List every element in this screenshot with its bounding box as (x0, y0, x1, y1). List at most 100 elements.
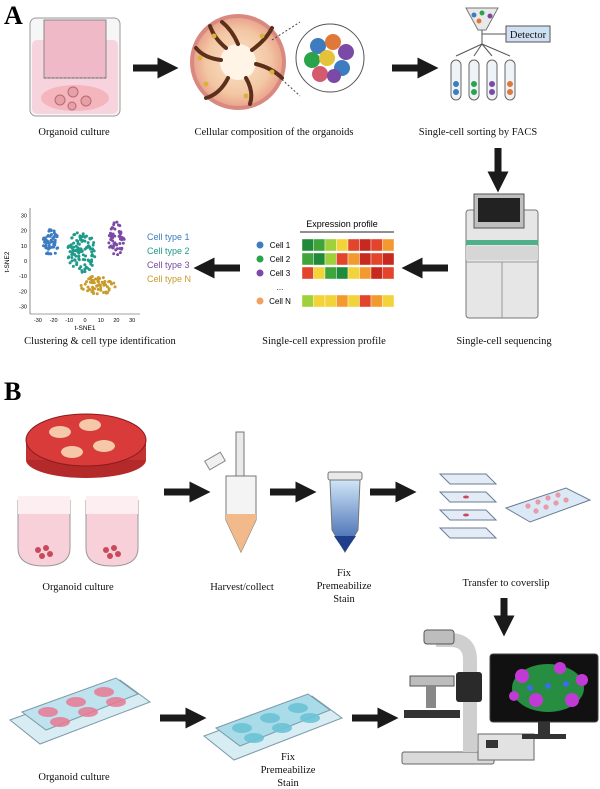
tsne-point (86, 244, 90, 248)
tsne-point (55, 246, 59, 250)
tsne-point (99, 286, 103, 290)
tsne-point (91, 286, 95, 290)
organoid-cross-section (190, 14, 301, 110)
tsne-point (76, 250, 80, 254)
tsne-point (92, 249, 96, 253)
tsne-point (74, 244, 78, 248)
caption-expression-profile: Single-cell expression profile (262, 336, 386, 347)
tsne-point (102, 291, 106, 295)
tsne-point (51, 236, 55, 240)
tsne-ylabel: t-SNE2 (4, 251, 11, 272)
tsne-point (93, 277, 97, 281)
tsne-point (112, 281, 116, 285)
tsne-ytick: -30 (19, 304, 27, 310)
tsne-point (112, 242, 116, 246)
tsne-point (76, 239, 80, 243)
tsne-legend-item: Cell type 1 (147, 232, 190, 242)
heatmap-cell (359, 266, 372, 280)
tsne-point (70, 253, 74, 257)
tsne-point (45, 252, 49, 256)
tsne-point (41, 237, 45, 241)
cell-dot (255, 296, 265, 306)
caption-clustering: Clustering & cell type identification (24, 336, 176, 347)
tsne-ytick: -20 (19, 289, 27, 295)
tsne-point (75, 231, 79, 235)
caption-fix-bottom-1: Fix (281, 752, 296, 763)
tsne-point (112, 252, 116, 256)
heatmap-cell (347, 266, 360, 280)
tsne-point (96, 277, 100, 281)
tsne-point (112, 223, 116, 227)
caption-cellular-composition: Cellular composition of the organoids (194, 127, 353, 138)
tsne-cluster (107, 220, 126, 257)
expression-title: Expression profile (306, 219, 378, 229)
tsne-point (113, 234, 117, 238)
tsne-legend-item: Cell type 2 (147, 246, 190, 256)
cell-label: ... (277, 283, 284, 292)
heatmap-cell (301, 294, 314, 308)
tsne-point (96, 287, 100, 291)
cell-dot (255, 240, 265, 250)
microscope-illustration (401, 629, 535, 765)
tsne-point (80, 270, 84, 274)
tsne-point (111, 239, 115, 243)
tsne-point (70, 236, 74, 240)
caption-organoid-culture-b: Organoid culture (42, 582, 114, 593)
tsne-point (118, 251, 122, 255)
tsne-point (99, 288, 103, 292)
tsne-point (105, 291, 109, 295)
tsne-point (93, 255, 97, 259)
heatmap-row (301, 294, 395, 308)
cell-label: Cell 2 (270, 255, 291, 264)
tsne-point (72, 233, 76, 237)
tsne-point (88, 246, 92, 250)
tsne-point (46, 234, 50, 238)
tsne-point (118, 246, 122, 250)
tsne-point (72, 241, 76, 245)
chamber-slide-pink (8, 677, 152, 745)
tsne-ytick: 30 (21, 214, 27, 220)
heatmap-cell (347, 238, 360, 252)
tsne-point (70, 255, 74, 259)
tsne-xtick: 10 (98, 318, 104, 324)
heatmap-cell (382, 294, 395, 308)
tsne-point (80, 239, 84, 243)
tsne-point (109, 244, 113, 248)
tsne-point (92, 241, 96, 245)
caption-transfer: Transfer to coverslip (462, 578, 549, 589)
tsne-point (90, 280, 94, 284)
heatmap-cell (324, 252, 337, 266)
facs-illustration: Detector (450, 7, 551, 101)
heatmap-row (301, 266, 395, 280)
tsne-point (85, 280, 89, 284)
tsne-point (89, 275, 93, 279)
tsne-cluster (66, 231, 97, 274)
tsne-point (96, 283, 100, 287)
tsne-point (80, 249, 84, 253)
panel-a-letter: A (4, 1, 23, 30)
tsne-cluster (79, 275, 117, 296)
tsne-point (71, 264, 75, 268)
tsne-point (68, 261, 72, 265)
pipette-tube-illustration (204, 431, 257, 554)
sequencer-illustration (465, 193, 539, 319)
caption-sequencing: Single-cell sequencing (456, 336, 552, 347)
tsne-point (108, 231, 112, 235)
tsne-point (81, 253, 85, 257)
tsne-point (114, 248, 118, 252)
heatmap-cell (370, 252, 383, 266)
monitor-illustration (489, 653, 599, 739)
tsne-ytick: 10 (21, 244, 27, 250)
heatmap-cell (313, 294, 326, 308)
detector-label: Detector (510, 30, 547, 41)
tsne-point (53, 232, 57, 236)
tsne-point (88, 237, 92, 241)
tsne-point (79, 283, 83, 287)
tsne-point (74, 254, 78, 258)
tsne-point (41, 244, 45, 248)
tsne-point (119, 231, 123, 235)
tsne-point (44, 243, 48, 247)
tsne-point (78, 234, 82, 238)
heatmap-cell (359, 238, 372, 252)
chamber-slide-blue (202, 693, 344, 761)
